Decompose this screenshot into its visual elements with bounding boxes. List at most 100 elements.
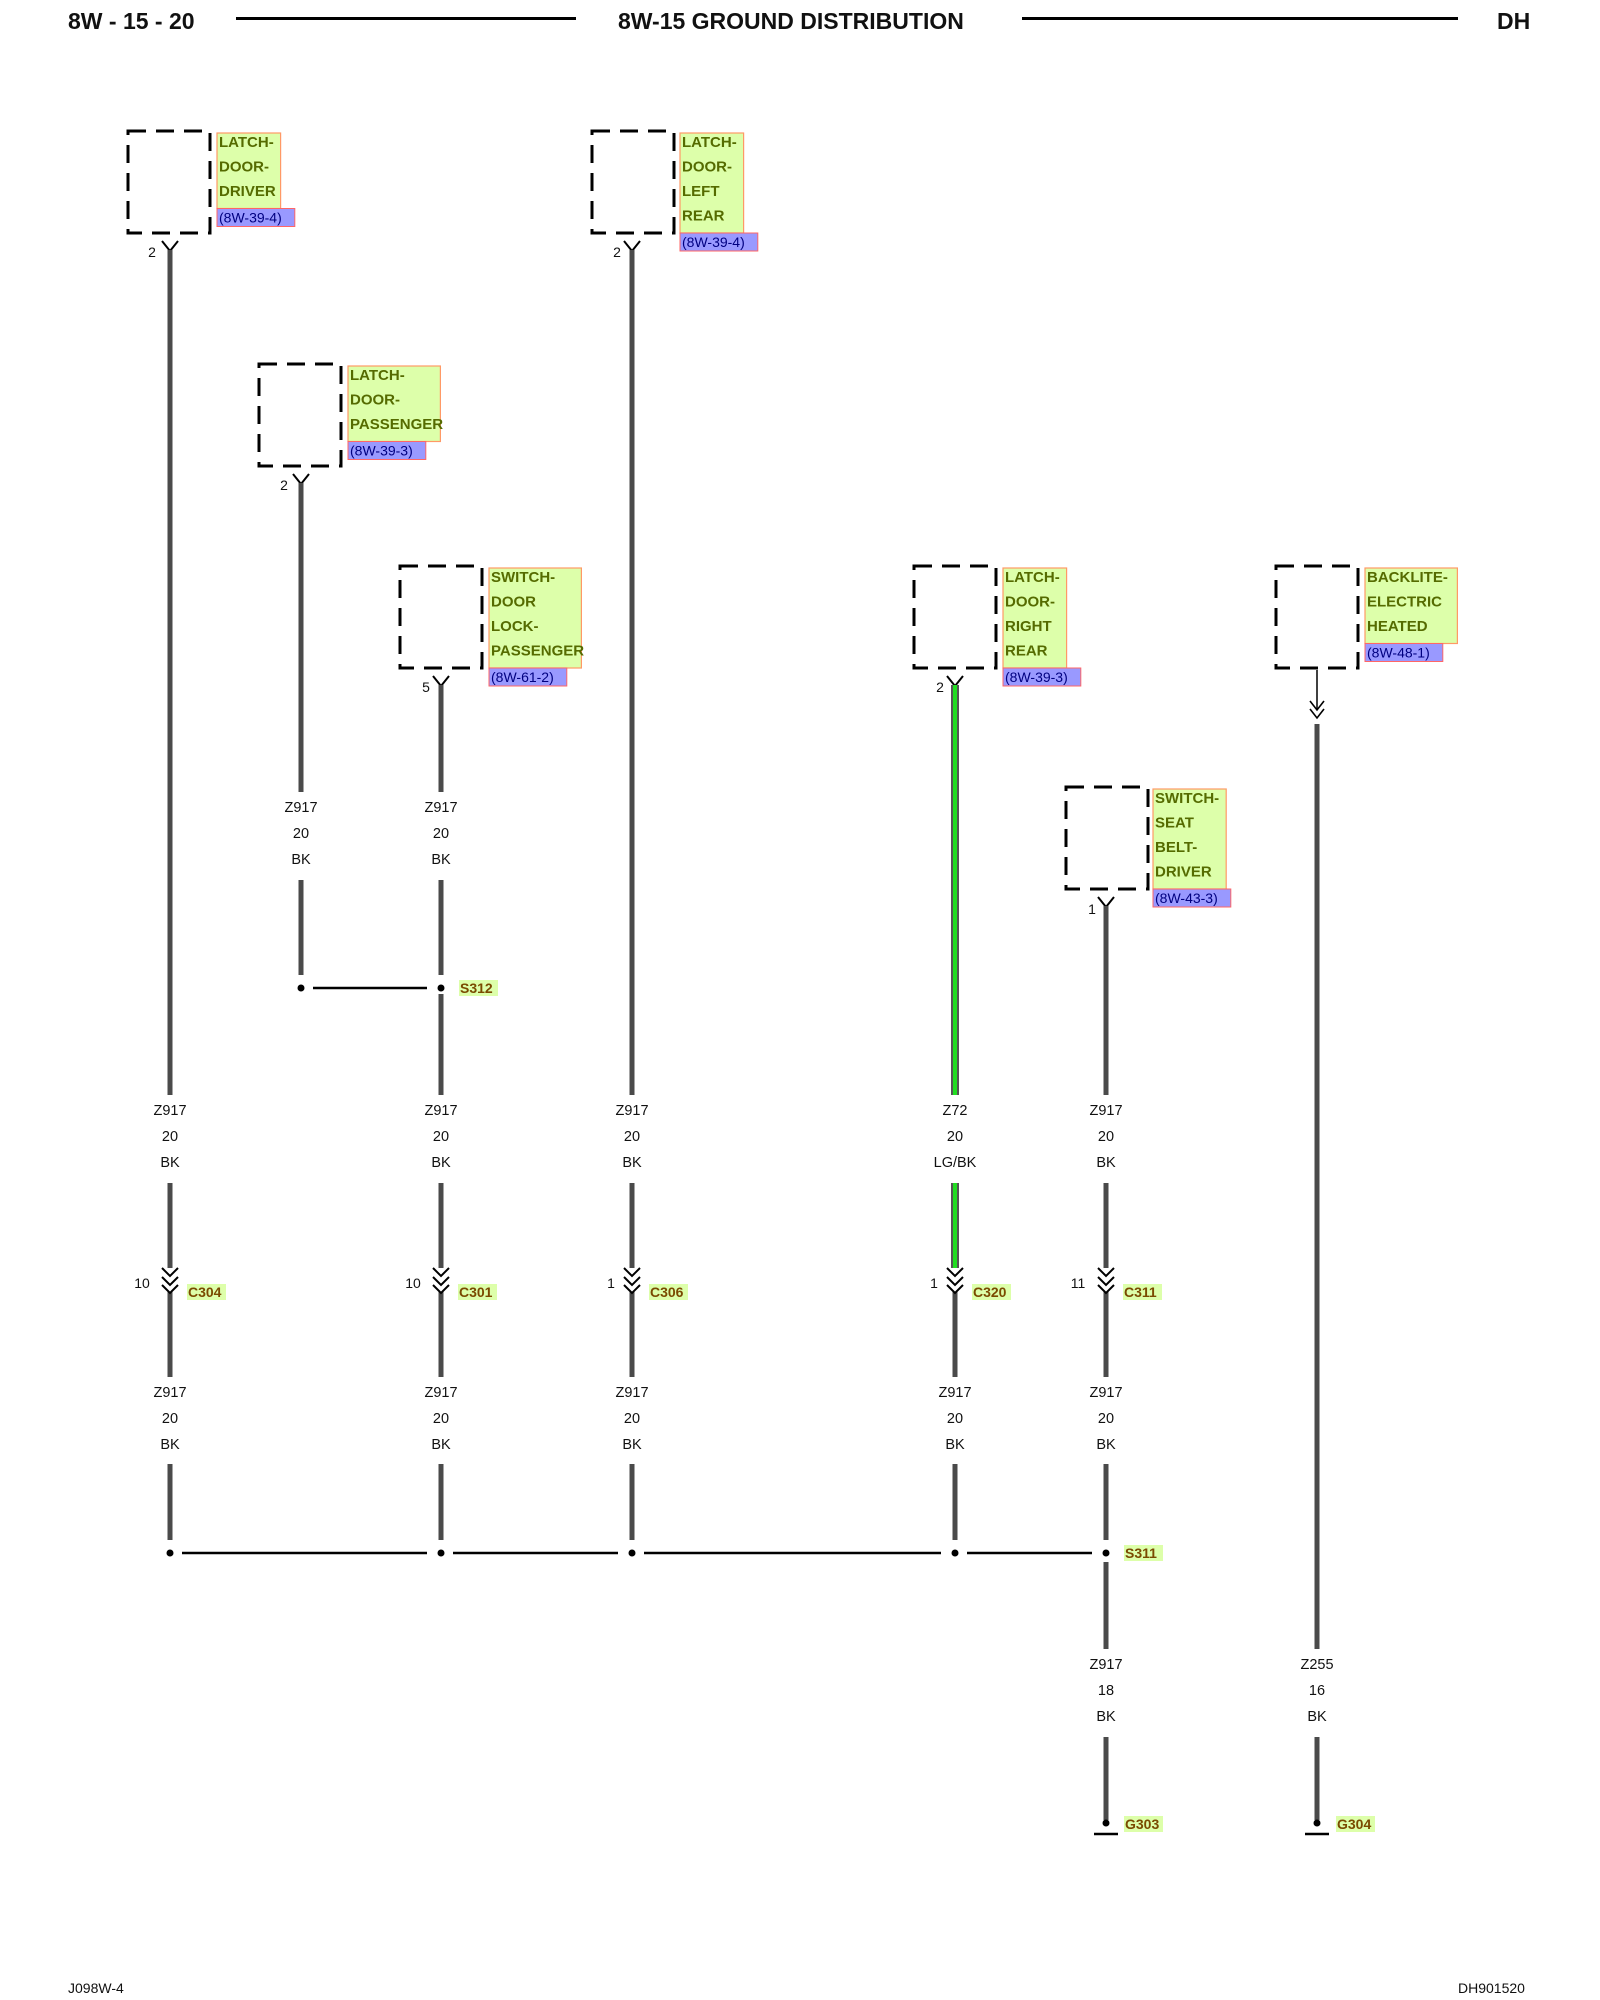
connector-arrow: [432, 1284, 450, 1295]
connector-arrow: [623, 1276, 641, 1287]
component-name-line: BELT-: [1155, 839, 1197, 856]
connector-id-box: [187, 1284, 226, 1300]
wire-circuit: Z255: [1300, 1657, 1333, 1673]
component-box: [912, 564, 998, 670]
pin-terminal-arrow: [1309, 700, 1325, 712]
connector-arrow: [946, 1276, 964, 1287]
component-box: [257, 362, 343, 468]
page-reference: (8W-43-3): [1155, 890, 1218, 906]
splice-dot: [437, 1549, 445, 1557]
page-reference-box: [1364, 643, 1444, 662]
component-label-box: [347, 365, 442, 443]
component-name-line: DOOR-: [219, 159, 269, 176]
wire-color: BK: [1307, 1709, 1327, 1725]
component-name-line: LATCH-: [219, 134, 274, 151]
wire-gauge: 20: [947, 1411, 963, 1427]
wire-gauge: 20: [162, 1411, 178, 1427]
page-reference-box: [216, 208, 296, 227]
pin-terminal: [623, 240, 641, 253]
connector-arrow: [161, 1276, 179, 1287]
splice-dot: [297, 984, 305, 992]
footer-right-code: DH901520: [1458, 1980, 1525, 1996]
connector-arrow: [1097, 1284, 1115, 1295]
component-name-line: DOOR-: [350, 392, 400, 409]
wire-color: BK: [1096, 1437, 1116, 1453]
wire-color: BK: [291, 852, 311, 868]
splice-id-box: [1124, 1545, 1163, 1561]
connector-arrow: [432, 1276, 450, 1287]
component-name-line: DRIVER: [219, 183, 276, 200]
connector-arrow: [161, 1284, 179, 1295]
wire-color: BK: [431, 1155, 451, 1171]
component-box: [590, 129, 676, 235]
wire-gauge: 20: [433, 1411, 449, 1427]
connector-arrow: [1097, 1267, 1115, 1278]
component-label-box: [1002, 567, 1068, 669]
connector-arrow: [161, 1267, 179, 1278]
component-name-line: SEAT: [1155, 815, 1194, 832]
splice-dot: [1102, 1549, 1110, 1557]
page-reference: (8W-48-1): [1367, 645, 1430, 661]
wire-circuit: Z72: [943, 1103, 968, 1119]
wire-color: BK: [622, 1155, 642, 1171]
wire-circuit: Z917: [615, 1103, 648, 1119]
pin-terminal: [1097, 896, 1115, 909]
wire-circuit: Z917: [1089, 1385, 1122, 1401]
model-code: DH: [1497, 8, 1531, 34]
splice-id-box: [459, 980, 498, 996]
pin-number: 1: [1088, 901, 1096, 917]
ground-id-box: [1124, 1816, 1163, 1832]
ground-id: G303: [1125, 1816, 1159, 1832]
connector-pin: 1: [607, 1275, 615, 1291]
component-label-box: [679, 132, 745, 234]
connector-pin: 10: [134, 1275, 150, 1291]
component-name-line: DOOR-: [682, 159, 732, 176]
connector-pin: 1: [930, 1275, 938, 1291]
component-name-line: SWITCH-: [1155, 790, 1219, 807]
page-reference: (8W-39-4): [219, 210, 282, 226]
page-reference: (8W-39-3): [350, 443, 413, 459]
connector-arrow: [946, 1284, 964, 1295]
connector-pin: 11: [1071, 1275, 1086, 1291]
pin-number: 2: [148, 244, 156, 260]
component-name-line: REAR: [682, 208, 725, 225]
wire-gauge: 20: [1098, 1411, 1114, 1427]
connector-id-box: [649, 1284, 688, 1300]
wire-gauge: 16: [1309, 1683, 1325, 1699]
wire-gauge: 20: [1098, 1129, 1114, 1145]
header-rule-right: [1022, 17, 1458, 20]
component-label-box: [1152, 788, 1227, 890]
ground-id-box: [1336, 1816, 1375, 1832]
component-name-line: RIGHT: [1005, 618, 1052, 635]
splice-dot: [951, 1549, 959, 1557]
splice-dot: [166, 1549, 174, 1557]
wire-circuit: Z917: [153, 1385, 186, 1401]
ground-dot: [1102, 1819, 1110, 1827]
wire-circuit: Z917: [1089, 1657, 1122, 1673]
wire-color: BK: [1096, 1709, 1116, 1725]
page-reference-box: [347, 441, 427, 460]
component-name-line: LATCH-: [1005, 569, 1060, 586]
component-box: [126, 129, 212, 235]
pin-terminal: [292, 473, 310, 486]
wire-gauge: 20: [162, 1129, 178, 1145]
connector-id: C311: [1124, 1284, 1157, 1300]
component-name-line: SWITCH-: [491, 569, 555, 586]
page-reference: (8W-39-4): [682, 234, 745, 250]
splice-dot: [437, 984, 445, 992]
connector-arrow: [623, 1284, 641, 1295]
wire-circuit: Z917: [615, 1385, 648, 1401]
wire-gauge: 20: [293, 826, 309, 842]
connector-id: C301: [459, 1284, 493, 1300]
pin-number: 2: [280, 477, 288, 493]
component-name-line: HEATED: [1367, 618, 1428, 635]
splice-id: S312: [460, 980, 493, 996]
splice-id: S311: [1125, 1545, 1157, 1561]
connector-id-box: [458, 1284, 497, 1300]
component-name-line: DRIVER: [1155, 864, 1212, 881]
pin-terminal-arrow: [1309, 708, 1325, 720]
connector-id-box: [972, 1284, 1011, 1300]
wire-circuit: Z917: [284, 800, 317, 816]
component-name-line: PASSENGER: [491, 643, 584, 660]
pin-terminal: [432, 675, 450, 688]
